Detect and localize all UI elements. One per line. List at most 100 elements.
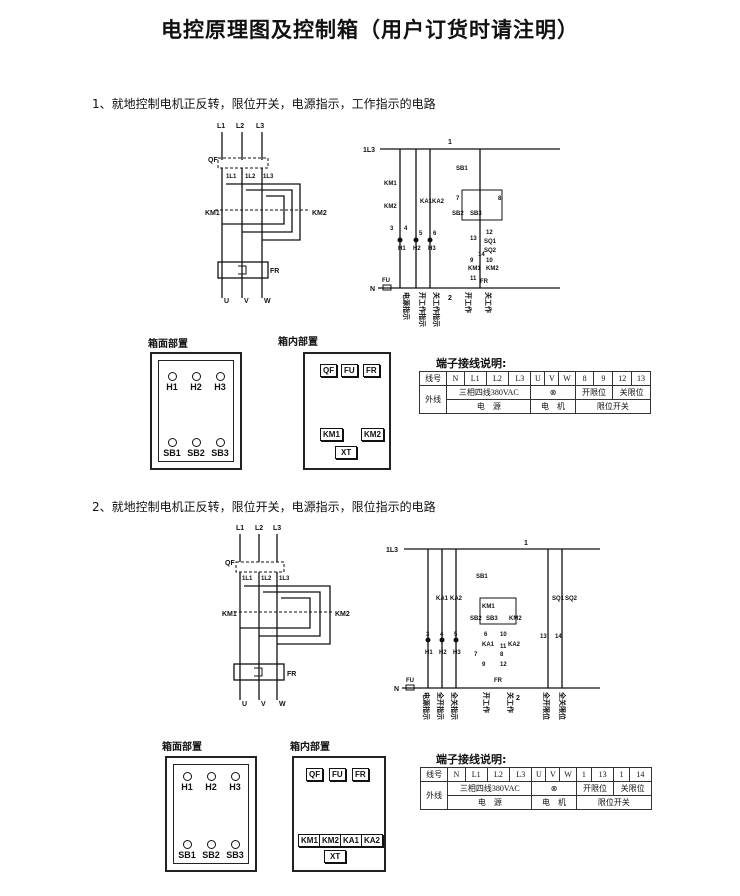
ctl2-v3: 开工作 — [482, 692, 491, 713]
ctl1-n5: 5 — [419, 231, 423, 237]
page-title: 电控原理图及控制箱（用户订货时请注明） — [161, 18, 579, 42]
ctl1-n8: 8 — [498, 196, 502, 202]
fr-label: FR — [270, 268, 279, 275]
qf2-label: QF — [225, 560, 235, 567]
ctl1-n7: 7 — [456, 196, 460, 202]
s1-terminal-title: 端子接线说明: — [436, 357, 507, 370]
s2-button-sb2: SB2 — [196, 840, 226, 860]
ctl2-v1: 全开指示 — [436, 691, 445, 720]
s2-lamp-h1: H1 — [172, 772, 202, 792]
s1-face-box: H1 H2 H3 SB1 SB2 SB3 — [150, 352, 242, 470]
ctl2-sq1: SQ1 — [552, 596, 565, 602]
t1-cell: 电 机 — [530, 399, 576, 414]
ctl1-n13: 13 — [470, 236, 477, 242]
ctl2-v2: 全关指示 — [450, 691, 459, 720]
ctl1-sb3: SB3 — [470, 211, 482, 217]
phase-l1-label: L1 — [217, 123, 225, 130]
s1-km1: KM1 — [320, 428, 343, 441]
ctl1-n4: 4 — [404, 226, 408, 232]
s2-fr: FR — [352, 768, 369, 781]
t2-cell: 电 机 — [531, 795, 577, 810]
s1-face-title: 箱面部置 — [148, 339, 188, 350]
s1-qf: QF — [320, 364, 338, 377]
ctl2-ka2: KA2 — [450, 596, 463, 602]
t2-cell: 三相四线380VAC — [447, 781, 533, 796]
ctl2-n14: 14 — [555, 634, 562, 640]
qf-tap-2: 1L2 — [245, 174, 256, 180]
t2-cell: 1 — [613, 767, 630, 782]
ctl1-h1: H1 — [398, 246, 406, 252]
s2-ka2: KA2 — [361, 834, 384, 847]
s2-xt: XT — [324, 850, 347, 863]
s2-terminal-title: 端子接线说明: — [436, 753, 507, 766]
ctl2-n4: 4 — [440, 632, 444, 638]
ctl1-v1: 开工作指示 — [418, 292, 427, 327]
s2-face-box: H1 H2 H3 SB1 SB2 SB3 — [165, 756, 257, 872]
ctl2-n: N — [394, 686, 399, 693]
s2-button-sb1: SB1 — [172, 840, 202, 860]
t2-cell: L1 — [464, 767, 488, 782]
t1-row-label: 外线 — [418, 385, 448, 414]
s2-ka1: KA1 — [340, 834, 363, 847]
t2-row-label: 外线 — [419, 781, 449, 810]
ctl2-mid-num: 1 — [524, 540, 528, 547]
phase2-l3: L3 — [273, 525, 281, 532]
qf-label: QF — [208, 157, 218, 164]
out2-v: V — [261, 701, 266, 708]
ctl2-ka2-coil: KA2 — [508, 642, 521, 648]
ctl2-fu: FU — [406, 678, 414, 684]
ctl1-fr: FR — [480, 279, 489, 285]
ctl1-v2: 关工作指示 — [432, 292, 441, 327]
ctl1-fu: FU — [382, 278, 390, 284]
ctl2-h2: H2 — [439, 650, 447, 656]
s1-button-sb3: SB3 — [205, 438, 235, 458]
t2-cell: V — [545, 767, 561, 782]
ctl1-n6: 6 — [433, 231, 437, 237]
ctl2-n9: 9 — [482, 662, 486, 668]
ctl1-v0: 电源指示 — [402, 292, 411, 320]
out2-u: U — [242, 701, 247, 708]
t2-cell: L3 — [509, 767, 533, 782]
ctl2-n6: 6 — [484, 632, 488, 638]
t2-cell: 电 源 — [447, 795, 533, 810]
ctl2-n11: 11 — [500, 644, 507, 650]
s1-xt: XT — [335, 446, 358, 459]
ctl2-n7: 7 — [474, 652, 478, 658]
t2-cell: 关限位 — [613, 781, 652, 796]
ctl1-n2: 2 — [448, 295, 452, 302]
s1-button-sb1: SB1 — [157, 438, 187, 458]
s2-km1: KM1 — [298, 834, 321, 847]
s1-terminal-table: 线号 N L1 L2 L3 U V W 8 9 12 13 外线 三相四线380… — [418, 371, 652, 414]
ctl2-n2: 2 — [516, 695, 520, 702]
s1-fu: FU — [341, 364, 358, 377]
t2-cell: L2 — [486, 767, 511, 782]
s2-terminal-table: 线号 N L1 L2 L3 U V W 1 13 1 14 外线 三相四线380… — [419, 767, 653, 810]
ctl1-n14: 14 — [478, 252, 485, 258]
ctl1-n: N — [370, 286, 375, 293]
ctl1-km1: KM1 — [384, 181, 397, 187]
s1-lamp-h1: H1 — [157, 372, 187, 392]
ctl2-v4: 关工作 — [506, 692, 515, 713]
ctl2-ka1: KA1 — [436, 596, 449, 602]
s2-fu: FU — [329, 768, 346, 781]
ctl1-n12: 12 — [486, 230, 493, 236]
qf-tap-3: 1L3 — [263, 174, 274, 180]
qf2-tap-3: 1L3 — [279, 576, 290, 582]
ctl1-sb2: SB2 — [452, 211, 464, 217]
ctl2-v0: 电源指示 — [422, 692, 431, 720]
qf2-tap-2: 1L2 — [261, 576, 272, 582]
s2-lamp-h2: H2 — [196, 772, 226, 792]
ctl2-n10: 10 — [500, 632, 507, 638]
ctl2-n3: 3 — [426, 632, 430, 638]
ctl2-v6: 全关限位 — [558, 691, 567, 720]
ctl1-sq1: SQ1 — [484, 239, 497, 245]
ctl1-n3: 3 — [390, 226, 394, 232]
ctl2-sq2: SQ2 — [565, 596, 578, 602]
s1-button-sb2: SB2 — [181, 438, 211, 458]
ctl2-sb2: SB2 — [470, 616, 482, 622]
s2-km2: KM2 — [319, 834, 342, 847]
ctl1-n10: 10 — [486, 258, 493, 264]
